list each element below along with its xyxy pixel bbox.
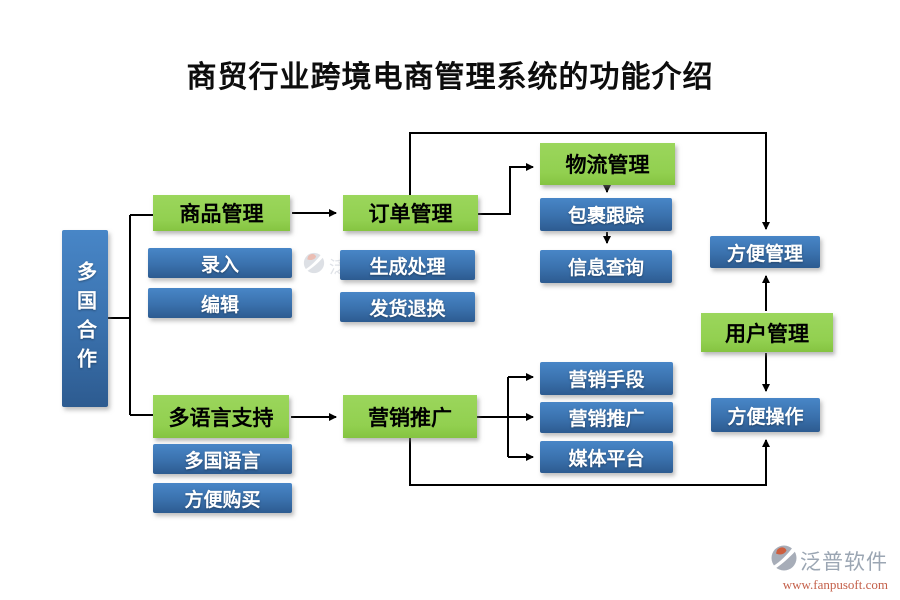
connector-root-branch xyxy=(108,214,153,416)
node-product-management: 商品管理 xyxy=(153,195,290,231)
arrow-order-to-easymgmt xyxy=(409,132,770,230)
node-multilanguage-support: 多语言支持 xyxy=(153,395,289,438)
node-multi-country-cooperation: 多国合作 xyxy=(62,230,108,407)
node-logistics-management: 物流管理 xyxy=(540,143,675,185)
diagram-title: 商贸行业跨境电商管理系统的功能介绍 xyxy=(186,61,714,94)
node-multiple-languages: 多国语言 xyxy=(153,444,292,474)
node-entry: 录入 xyxy=(148,248,292,278)
node-information-query: 信息查询 xyxy=(540,250,672,283)
fanpu-logo-icon xyxy=(771,545,797,576)
brand-url: www.fanpusoft.com xyxy=(782,577,888,592)
arrow-order-to-logistics xyxy=(478,163,534,215)
node-order-management: 订单管理 xyxy=(343,195,478,231)
node-generation-processing: 生成处理 xyxy=(340,250,475,280)
node-easy-purchase: 方便购买 xyxy=(153,483,292,513)
node-marketing-methods: 营销手段 xyxy=(540,362,673,395)
brand-logo: 泛普软件 www.fanpusoft.com xyxy=(738,545,888,593)
node-edit: 编辑 xyxy=(148,288,292,318)
node-marketing-promotion-item: 营销推广 xyxy=(540,402,673,433)
brand-name: 泛普软件 xyxy=(800,550,888,574)
node-easy-management: 方便管理 xyxy=(710,236,820,268)
connector-marketing-branch xyxy=(477,377,509,457)
node-package-tracking: 包裹跟踪 xyxy=(540,198,672,231)
node-media-platform: 媒体平台 xyxy=(540,441,673,473)
fanpu-logo-icon xyxy=(303,252,325,279)
node-easy-operation: 方便操作 xyxy=(711,398,820,432)
node-user-management: 用户管理 xyxy=(701,313,833,352)
node-marketing-promotion: 营销推广 xyxy=(343,395,477,438)
node-shipping-returns: 发货退换 xyxy=(340,292,475,322)
arrow-marketing-to-easyop xyxy=(409,438,770,486)
